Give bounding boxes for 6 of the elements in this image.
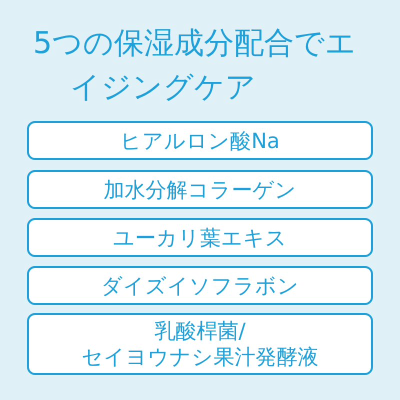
heading: 5つの保湿成分配合でエイジングケア bbox=[33, 25, 358, 107]
ingredient-box: ユーカリ葉エキス bbox=[27, 218, 373, 257]
ingredient-box: ヒアルロン酸Na bbox=[27, 121, 373, 160]
ingredient-box: 加水分解コラーゲン bbox=[27, 170, 373, 209]
ingredient-box: ダイズイソフラボン bbox=[27, 266, 373, 305]
ingredient-box: 乳酸桿菌/セイヨウナシ果汁発酵液 bbox=[27, 313, 373, 375]
